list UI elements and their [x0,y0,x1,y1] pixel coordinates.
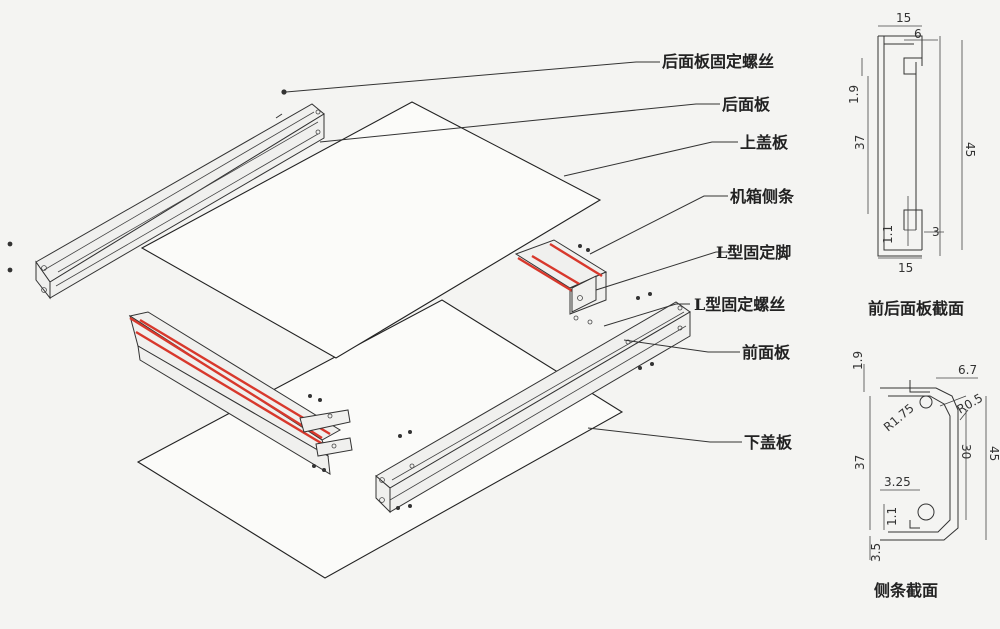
l-foot-front [299,394,353,472]
l-foot-screws [396,292,654,510]
dim-panel-bottom-width: 15 [898,261,913,275]
dim-rail-offset: 3.25 [884,475,911,489]
label-bottom-cover: 下盖板 [744,433,793,452]
panel-cross-section: 15 6 1.9 37 45 1.1 3 15 [847,11,977,275]
dim-rail-radius-small: R0.5 [955,391,986,417]
dim-panel-inner-height: 37 [853,135,867,150]
dim-panel-top-width: 15 [896,11,911,25]
dim-rail-lip-top: 1.9 [851,351,865,370]
dim-rail-width-top: 6.7 [958,363,977,377]
dim-rail-height-outer: 45 [987,446,1000,461]
dim-panel-inner-bottom: 3 [932,225,940,239]
side-rail-front [128,311,341,475]
label-l-foot: L型固定脚 [716,243,791,262]
caption-panel-section: 前后面板截面 [868,299,964,318]
label-top-cover: 上盖板 [740,133,789,152]
label-side-rail: 机箱侧条 [730,187,795,206]
dim-panel-lip-top: 1.9 [847,85,861,104]
label-rear-panel-screws: 后面板固定螺丝 [662,52,774,71]
bottom-cover-plate [136,299,624,579]
label-front-panel: 前面板 [742,343,791,362]
dim-rail-height-inner: 37 [853,455,867,470]
dim-rail-radius-large: R1.75 [881,401,917,434]
l-foot-back [571,244,597,325]
dim-rail-lip-bottom: 1.1 [885,507,899,526]
dim-panel-inner-top: 6 [914,27,922,41]
rear-panel [35,103,325,300]
label-rear-panel: 后面板 [722,95,771,114]
side-rail-back [514,239,608,315]
dim-panel-lip-bottom: 1.1 [881,225,895,244]
dim-rail-foot: 3.5 [869,543,883,562]
dim-panel-outer-height: 45 [963,142,977,157]
leader-lines [285,61,742,443]
rail-cross-section: 1.9 6.7 R1.75 R0.5 37 30 45 3.25 1.1 3.5 [851,351,1000,562]
front-panel [375,301,691,514]
label-l-foot-screws: L型固定螺丝 [694,295,785,314]
caption-rail-section: 侧条截面 [874,581,938,600]
dim-rail-height-mid: 30 [959,444,973,459]
rear-panel-screws [7,89,287,273]
top-cover-plate [140,101,602,359]
